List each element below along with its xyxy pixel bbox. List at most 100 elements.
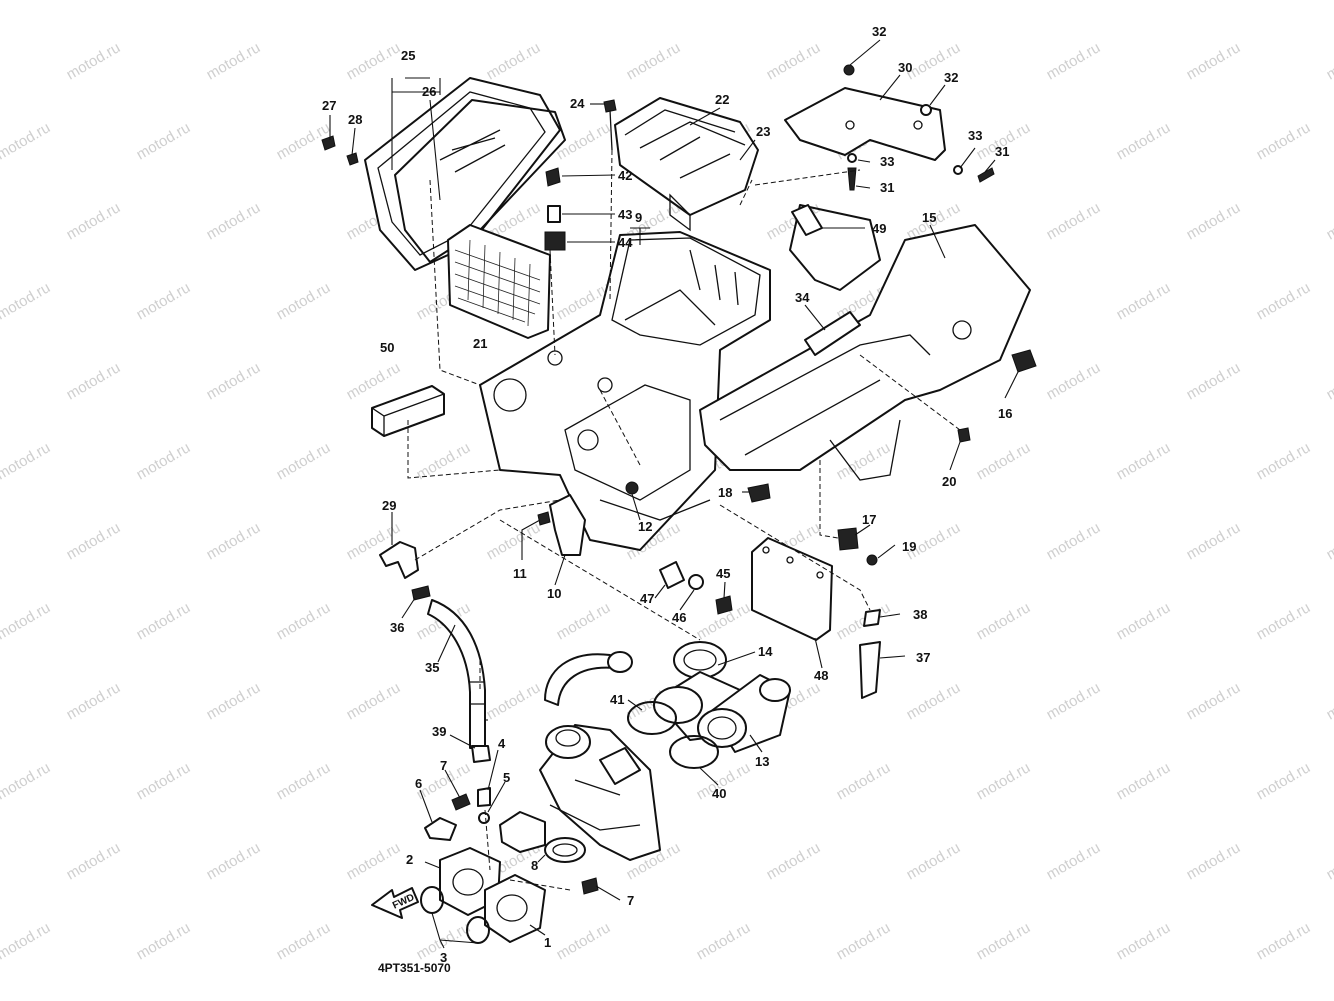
- watermark-text: motod.ru: [974, 439, 1034, 483]
- callout-41: 41: [610, 692, 624, 707]
- watermark-text: motod.ru: [274, 919, 334, 963]
- watermark-text: motod.ru: [554, 599, 614, 643]
- callout-29: 29: [382, 498, 396, 513]
- watermark-text: motod.ru: [204, 679, 264, 723]
- watermark-text: motod.ru: [1184, 359, 1244, 403]
- watermark-text: motod.ru: [1324, 839, 1334, 883]
- callout-21: 21: [473, 336, 487, 351]
- callout-50: 50: [380, 340, 394, 355]
- watermark-text: motod.ru: [1044, 679, 1104, 723]
- watermark-text: motod.ru: [204, 359, 264, 403]
- watermark-text: motod.ru: [1114, 119, 1174, 163]
- callout-22: 22: [715, 92, 729, 107]
- watermark-text: motod.ru: [134, 0, 194, 3]
- callout-13: 13: [755, 754, 769, 769]
- watermark-text: motod.ru: [904, 679, 964, 723]
- watermark-text: motod.ru: [974, 919, 1034, 963]
- watermark-text: motod.ru: [834, 759, 894, 803]
- watermark-text: motod.ru: [414, 0, 474, 3]
- air-filter-element: [447, 224, 551, 339]
- callout-7-bottom: 7: [627, 893, 634, 908]
- callout-32-right: 32: [944, 70, 958, 85]
- callout-44: 44: [618, 235, 633, 250]
- callout-27: 27: [322, 98, 336, 113]
- callout-17: 17: [862, 512, 876, 527]
- watermark-text: motod.ru: [344, 839, 404, 883]
- callout-4: 4: [498, 736, 506, 751]
- drain-elbow: [379, 541, 419, 579]
- watermark-text: motod.ru: [134, 759, 194, 803]
- watermark-text: motod.ru: [64, 359, 124, 403]
- watermark-text: motod.ru: [484, 679, 544, 723]
- callout-12: 12: [638, 519, 652, 534]
- watermark-text: motod.ru: [134, 599, 194, 643]
- watermark-text: motod.ru: [834, 919, 894, 963]
- callout-33-left: 33: [880, 154, 894, 169]
- callout-23: 23: [756, 124, 770, 139]
- callout-labels: 1 2 3 4 5 6 7 7 8 9 10 11 12 13 14 15 16…: [322, 24, 1012, 965]
- callout-33-right: 33: [968, 128, 982, 143]
- watermark-text: motod.ru: [134, 439, 194, 483]
- watermark-text: motod.ru: [134, 919, 194, 963]
- watermark-text: motod.ru: [1114, 919, 1174, 963]
- forward-arrow-icon: FWD: [371, 887, 419, 919]
- watermark-text: motod.ru: [1114, 759, 1174, 803]
- callout-11: 11: [513, 566, 527, 581]
- callout-3: 3: [440, 950, 447, 965]
- watermark-text: motod.ru: [1184, 839, 1244, 883]
- watermark-text: motod.ru: [904, 839, 964, 883]
- watermark-text: motod.ru: [834, 599, 894, 643]
- watermark-text: motod.ru: [64, 679, 124, 723]
- callout-47: 47: [640, 591, 654, 606]
- callout-15: 15: [922, 210, 936, 225]
- callout-31-lower: 31: [880, 180, 894, 195]
- watermark-text: motod.ru: [764, 39, 824, 83]
- side-intake-duct: [699, 204, 1031, 481]
- assembly-lines: [407, 149, 961, 891]
- callout-40: 40: [712, 786, 726, 801]
- watermark-text: motod.ru: [1254, 439, 1314, 483]
- watermark-text: motod.ru: [1044, 199, 1104, 243]
- intake-duct-cover: [614, 97, 759, 232]
- watermark-text: motod.ru: [624, 39, 684, 83]
- watermark-text: motod.ru: [1324, 39, 1334, 83]
- airbox-cover: [364, 77, 566, 271]
- bracket-plate: [784, 87, 946, 161]
- watermark-text: motod.ru: [274, 439, 334, 483]
- callout-49: 49: [872, 221, 886, 236]
- callout-36: 36: [390, 620, 404, 635]
- callout-24: 24: [570, 96, 585, 111]
- watermark-text: motod.ru: [1254, 119, 1314, 163]
- watermark-text: motod.ru: [204, 39, 264, 83]
- watermark-text: motod.ru: [1254, 919, 1314, 963]
- watermark-text: motod.ru: [204, 199, 264, 243]
- watermark-text: motod.ru: [344, 39, 404, 83]
- callout-28: 28: [348, 112, 362, 127]
- watermark-text: motod.ru: [554, 0, 614, 3]
- watermark-text: motod.ru: [1324, 199, 1334, 243]
- callout-34: 34: [795, 290, 810, 305]
- watermark-text: motod.ru: [1254, 279, 1314, 323]
- watermark-text: motod.ru: [0, 439, 53, 483]
- watermark-text: motod.ru: [1254, 599, 1314, 643]
- watermark-text: motod.ru: [0, 0, 53, 3]
- watermark-text: motod.ru: [274, 759, 334, 803]
- watermark-text: motod.ru: [1324, 519, 1334, 563]
- callout-26: 26: [422, 84, 436, 99]
- watermark-text: motod.ru: [64, 839, 124, 883]
- callout-31-upper: 31: [995, 144, 1009, 159]
- watermark-text: motod.ru: [834, 439, 894, 483]
- watermark-text: motod.ru: [974, 759, 1034, 803]
- callout-18: 18: [718, 485, 732, 500]
- callout-42: 42: [618, 168, 632, 183]
- callout-1: 1: [544, 935, 551, 950]
- watermark-text: motod.ru: [1184, 199, 1244, 243]
- callout-25: 25: [401, 48, 415, 63]
- watermark-text: motod.ru: [0, 759, 53, 803]
- callout-45: 45: [716, 566, 730, 581]
- cover-plate: [751, 537, 833, 641]
- carburetor-joints: [627, 641, 791, 769]
- watermark-text: motod.ru: [554, 919, 614, 963]
- inlet-joints: [439, 811, 586, 943]
- carburetor-assembly: [539, 651, 661, 861]
